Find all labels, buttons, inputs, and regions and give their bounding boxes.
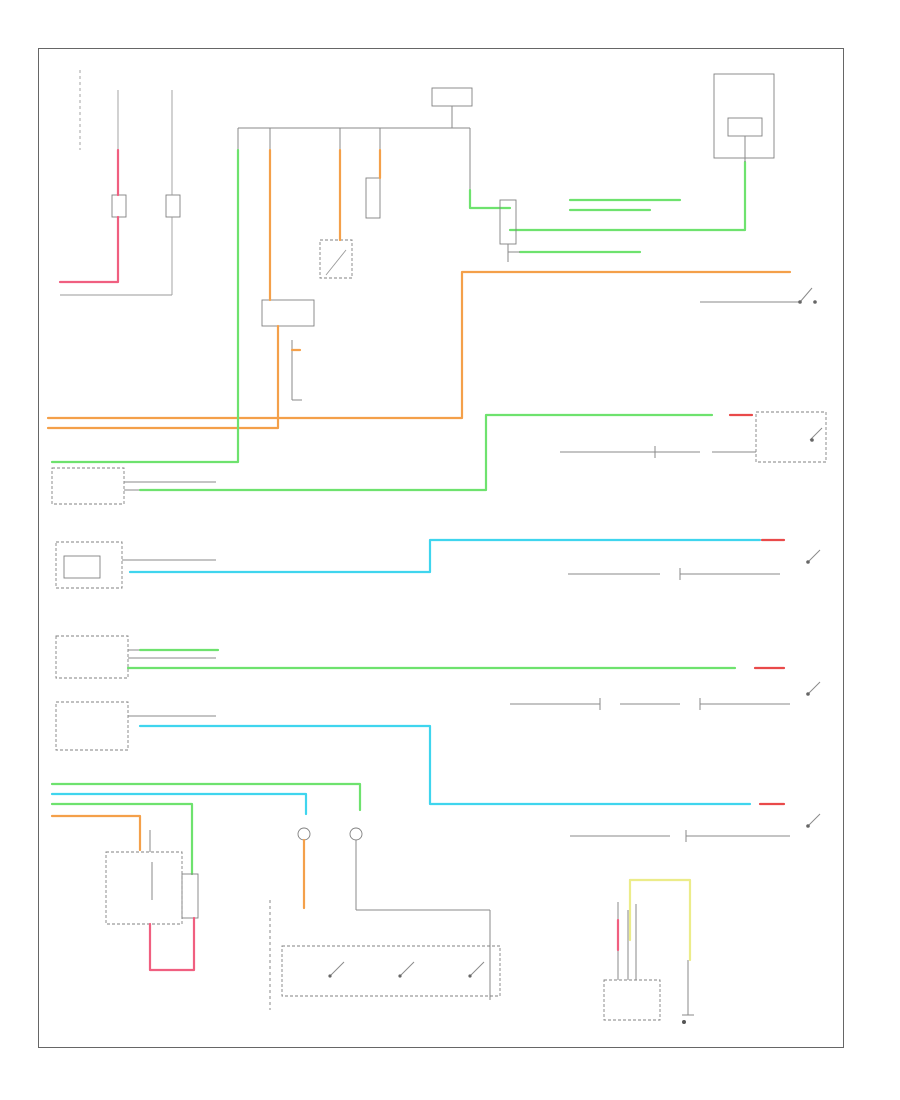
rear-passenger-module [55,541,216,589]
wire-orange-long [46,270,792,420]
rear-passenger-switch [568,549,821,580]
front-passenger-module [51,467,216,505]
top-bus [237,87,473,190]
diagram-frame [38,48,844,1048]
center-relay [261,177,381,401]
wire-yellow-bottom [628,878,692,962]
switch-top-right [700,287,817,304]
wire-pink-fuel [148,916,196,972]
bottom-switch-row [269,900,501,1010]
wire-orange-4 [46,324,280,430]
wire-cyan-left-rear [138,724,752,806]
fuse-block-left [60,70,181,296]
driver-module [55,635,216,679]
top-right-junction [499,73,775,262]
fuel-door-module [105,830,199,925]
wire-green-front-pass [138,413,714,492]
wire-green-bottom-2 [50,802,194,876]
left-rear-module [55,701,216,751]
wire-green-bottom-1 [50,782,362,812]
lamp-assembly-center [297,827,491,1000]
left-rear-switch [570,813,821,842]
wire-green-left [50,148,240,464]
wire-cyan-bottom [50,792,308,816]
wire-orange-bottom [50,814,142,852]
wire-green-top-2 [508,160,747,232]
wire-pink-fuse [58,148,120,284]
wire-green-top-1 [468,188,512,210]
driver-switch [510,681,821,710]
wire-cyan-rear-pass [128,538,762,574]
front-passenger-switch [560,411,827,463]
